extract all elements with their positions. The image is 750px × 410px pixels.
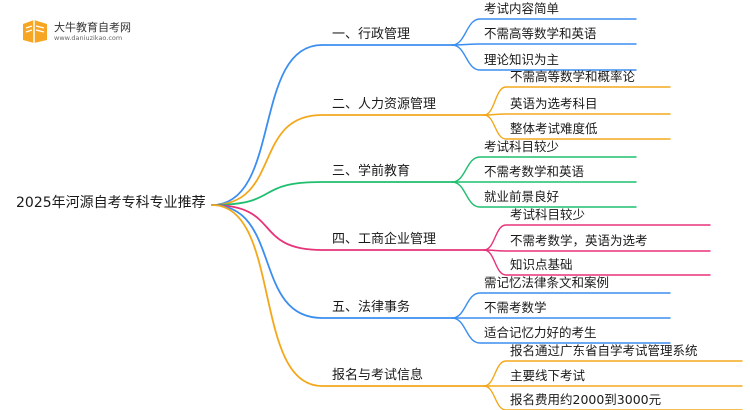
edge-branch-4-to-leaf-2	[483, 249, 711, 252]
branch-1-label: 一、行政管理	[332, 27, 411, 42]
leaf-1-2: 不需高等数学和英语	[484, 26, 597, 41]
leaf-5-3: 适合记忆力好的考生	[484, 325, 597, 340]
branch-3-label: 三、学前教育	[332, 164, 411, 179]
logo-url: www.daniuzikao.com	[54, 34, 123, 42]
edge-root-to-branch-2	[211, 114, 485, 206]
edge-branch-1-to-leaf-3	[451, 44, 637, 71]
branch-2-label: 二、人力资源管理	[332, 97, 437, 112]
branch-4-label: 四、工商企业管理	[332, 232, 437, 247]
leaf-6-3: 报名费用约2000到3000元	[510, 392, 662, 407]
edge-branch-3-to-leaf-1	[451, 156, 637, 183]
edge-root-to-branch-4	[211, 204, 485, 251]
root-topic: 2025年河源自考专科专业推荐	[16, 195, 206, 211]
branch-6-label: 报名与考试信息	[332, 368, 424, 383]
edge-root-to-branch-5	[211, 204, 453, 319]
leaf-1-1: 考试内容简单	[484, 1, 560, 16]
branch-5-label: 五、法律事务	[332, 300, 411, 315]
edge-root-to-branch-1	[211, 44, 453, 206]
edge-branch-3-to-leaf-3	[451, 181, 637, 208]
leaf-3-2: 不需考数学和英语	[484, 164, 585, 179]
leaf-4-2: 不需考数学，英语为选考	[510, 233, 648, 248]
edge-branch-5-to-leaf-1	[451, 292, 671, 319]
edge-branch-5-to-leaf-3	[451, 317, 671, 344]
leaf-3-1: 考试科目较少	[484, 139, 560, 154]
leaf-3-3: 就业前景良好	[484, 189, 560, 204]
edge-branch-4-to-leaf-1	[483, 224, 711, 251]
edge-branch-2-to-leaf-1	[483, 86, 671, 116]
edge-root-to-branch-6	[211, 204, 485, 387]
edge-branch-4-to-leaf-3	[483, 249, 711, 276]
leaf-4-1: 考试科目较少	[510, 207, 586, 222]
leaf-6-2: 主要线下考试	[510, 368, 586, 383]
edge-branch-2-to-leaf-3	[483, 114, 671, 140]
leaf-2-1: 不需高等数学和概率论	[510, 69, 636, 84]
edge-branch-1-to-leaf-2	[451, 43, 637, 46]
logo-icon	[20, 18, 50, 44]
edge-branch-6-to-leaf-1	[483, 360, 743, 387]
logo-title: 大牛教育自考网	[54, 21, 131, 34]
edge-branch-2-to-leaf-2	[483, 113, 671, 116]
leaf-4-3: 知识点基础	[510, 257, 573, 272]
leaf-2-3: 整体考试难度低	[510, 121, 598, 136]
leaf-5-2: 不需考数学	[484, 300, 547, 315]
leaf-2-2: 英语为选考科目	[510, 96, 598, 111]
edge-branch-1-to-leaf-1	[451, 18, 637, 46]
edge-root-to-branch-3	[211, 181, 453, 206]
leaf-5-1: 需记忆法律条文和案例	[484, 275, 610, 290]
leaf-6-1: 报名通过广东省自学考试管理系统	[510, 343, 698, 358]
leaf-1-3: 理论知识为主	[484, 52, 560, 67]
